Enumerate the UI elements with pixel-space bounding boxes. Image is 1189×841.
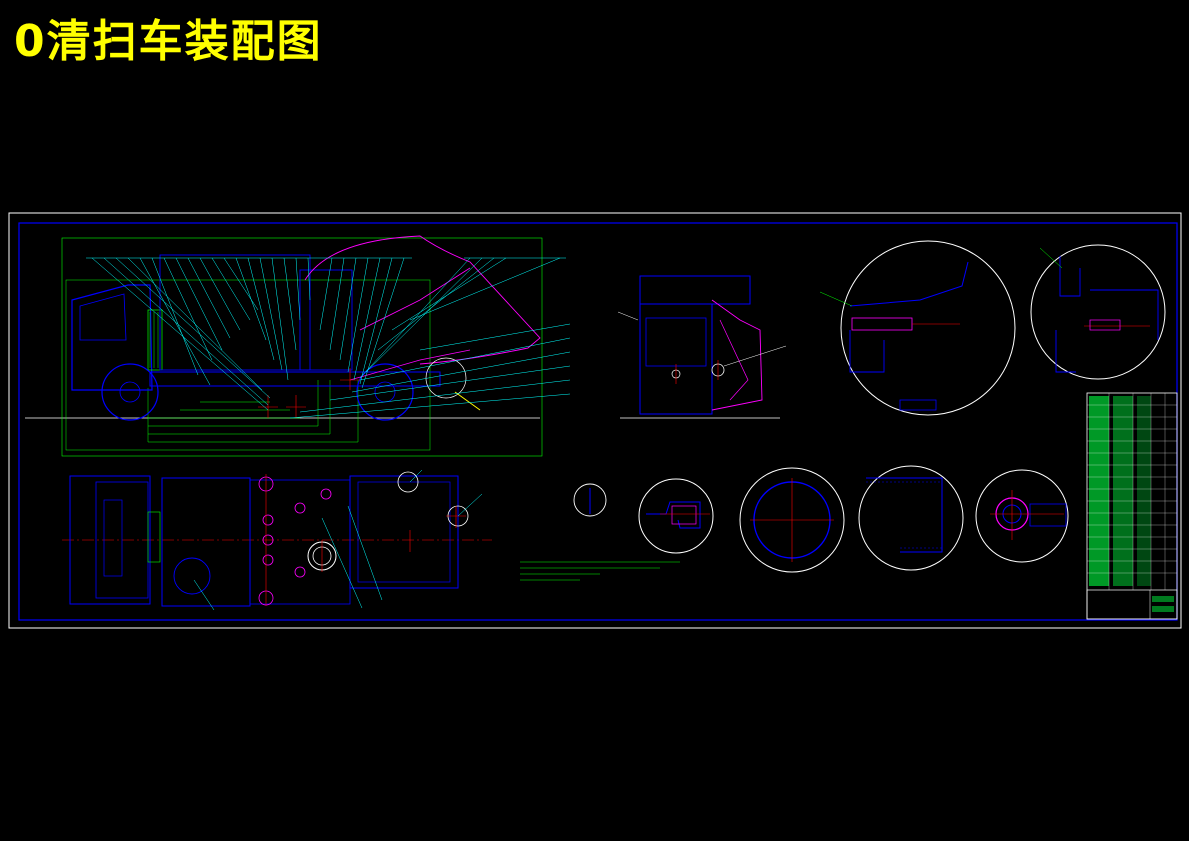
plan-view: [62, 469, 680, 611]
drawing-title: 0清扫车装配图: [14, 16, 323, 67]
rear-section-view: [617, 275, 787, 419]
side-elevation-view: [25, 235, 571, 457]
detail-circle-g: [975, 469, 1069, 563]
detail-circle-e: [739, 467, 845, 573]
parts-list-table: [1086, 392, 1178, 620]
detail-circle-c: [573, 483, 607, 517]
detail-circle-f: [858, 465, 964, 571]
sheet-outer-frame: [8, 212, 1182, 629]
detail-circle-b: [1030, 244, 1166, 380]
sheet-inner-border: [18, 222, 1178, 621]
detail-circle-a: [819, 240, 1016, 416]
detail-circle-d: [638, 478, 714, 554]
